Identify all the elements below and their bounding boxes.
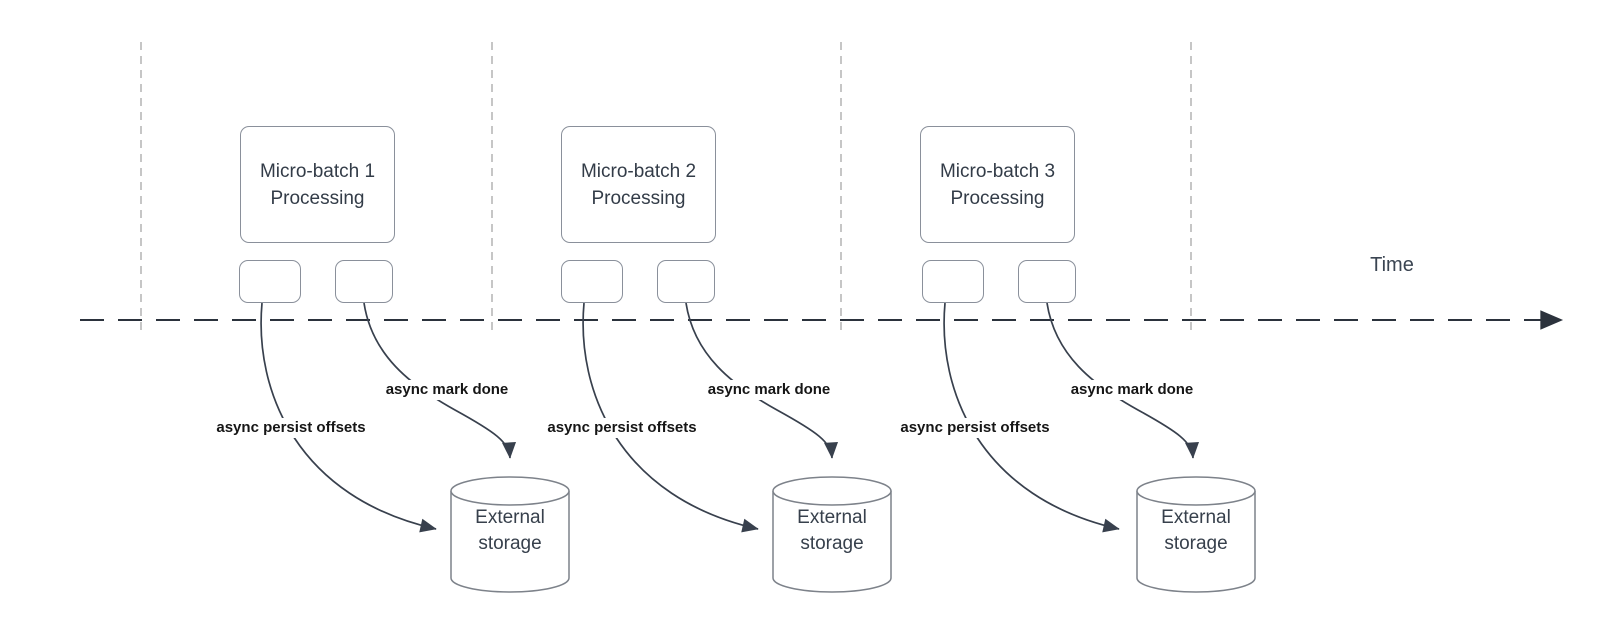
persist-offsets-label-3: async persist offsets <box>875 418 1075 438</box>
external-storage-cylinder-3 <box>1136 476 1256 593</box>
persist-offsets-label-1: async persist offsets <box>191 418 391 438</box>
persist-offsets-arrow-1 <box>260 302 437 533</box>
micro-batch-3-done-task-box <box>1018 260 1076 303</box>
micro-batch-2-processing-box: Micro-batch 2 Processing <box>561 126 716 243</box>
micro-batch-3-offset-task-box <box>922 260 984 303</box>
persist-offsets-label-2: async persist offsets <box>522 418 722 438</box>
micro-batch-1-offset-task-box <box>239 260 301 303</box>
mark-done-label-2: async mark done <box>669 380 869 400</box>
micro-batch-3-processing-box: Micro-batch 3 Processing <box>920 126 1075 243</box>
external-storage-label-3: External storage <box>1161 507 1231 554</box>
external-storage-label-2: External storage <box>797 507 867 554</box>
micro-batch-2-title: Micro-batch 2 Processing <box>580 160 697 209</box>
micro-batch-2-offset-task-box <box>561 260 623 303</box>
persist-offsets-arrow-3 <box>943 302 1120 533</box>
external-storage-cylinder-1 <box>450 476 570 593</box>
mark-done-arrow-1 <box>363 302 517 459</box>
time-axis-label: Time <box>1370 254 1414 276</box>
micro-batch-3-title: Micro-batch 3 Processing <box>939 160 1056 209</box>
persist-offsets-arrow-2 <box>582 302 759 533</box>
mark-done-label-3: async mark done <box>1032 380 1232 400</box>
mark-done-arrow-2 <box>685 302 839 459</box>
micro-batch-2-done-task-box <box>657 260 715 303</box>
mark-done-label-1: async mark done <box>347 380 547 400</box>
external-storage-cylinder-2 <box>772 476 892 593</box>
micro-batch-1-done-task-box <box>335 260 393 303</box>
micro-batch-1-processing-box: Micro-batch 1 Processing <box>240 126 395 243</box>
external-storage-label-1: External storage <box>475 507 545 554</box>
mark-done-arrow-3 <box>1046 302 1200 459</box>
micro-batch-1-title: Micro-batch 1 Processing <box>259 160 376 209</box>
